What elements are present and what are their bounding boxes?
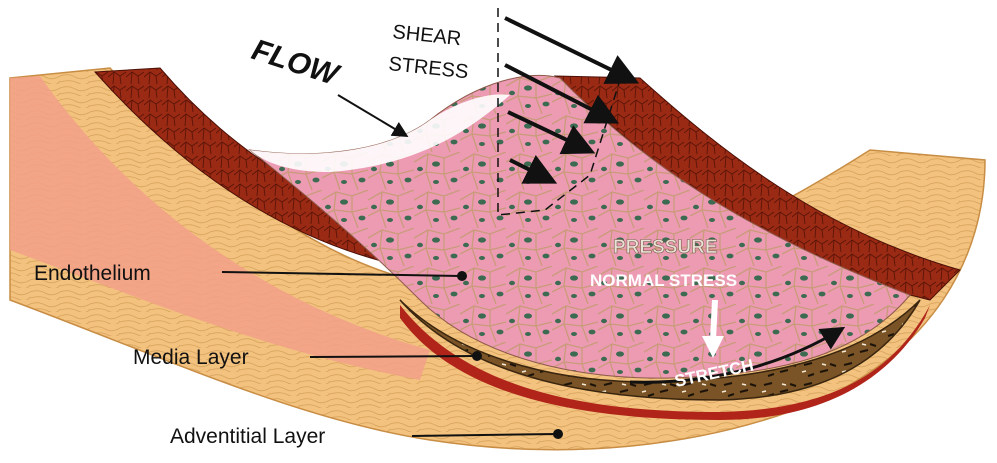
flow-arrow <box>338 95 405 135</box>
adventitial-layer-label: Adventitial Layer <box>170 425 325 448</box>
shear-stress-label-line2: STRESS <box>387 53 469 83</box>
shear-stress-label-line1: SHEAR <box>391 21 462 50</box>
flow-label: FLOW <box>248 33 345 93</box>
pressure-label: PRESSURE <box>613 237 718 258</box>
endothelium-label: Endothelium <box>34 262 151 285</box>
normal-stress-label: NORMAL STRESS <box>590 271 737 290</box>
media-layer-label: Media Layer <box>133 346 249 369</box>
